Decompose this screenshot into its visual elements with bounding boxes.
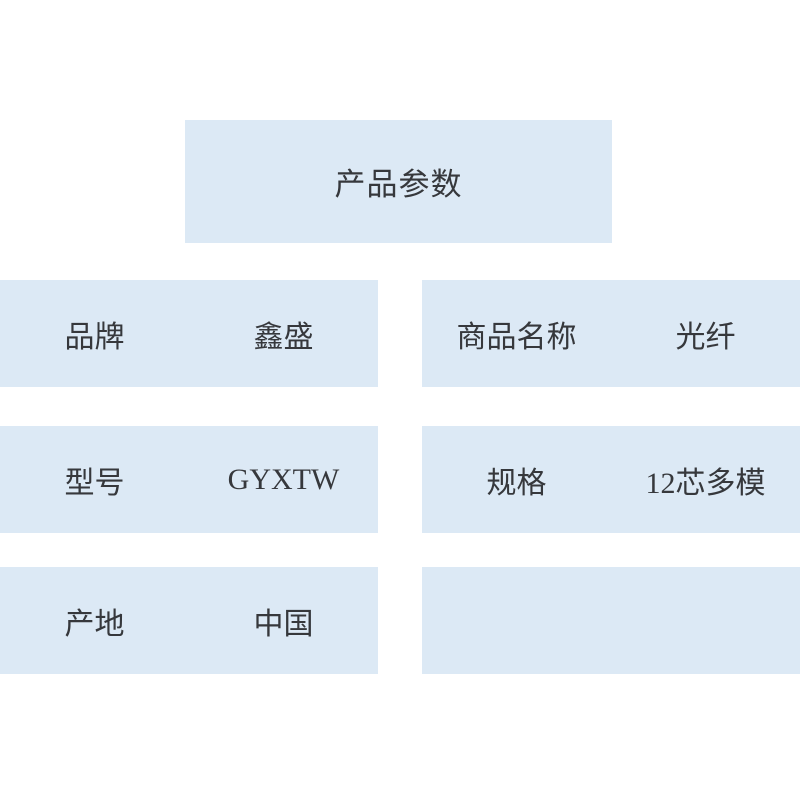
param-value-origin: 中国 <box>253 607 314 641</box>
param-label-product-name: 商品名称 <box>456 320 577 354</box>
param-value-spec: 12芯多模 <box>645 466 766 500</box>
param-value-brand: 鑫盛 <box>253 320 314 354</box>
section-title: 产品参数 <box>334 167 463 202</box>
param-label-spec: 规格 <box>486 466 547 500</box>
param-cell-empty <box>422 567 800 674</box>
param-label-origin: 产地 <box>64 607 125 641</box>
param-value-product-name: 光纤 <box>675 320 736 354</box>
param-cell-product-name: 商品名称 光纤 <box>422 280 800 387</box>
param-cell-brand: 品牌 鑫盛 <box>0 280 378 387</box>
param-cell-origin: 产地 中国 <box>0 567 378 674</box>
section-title-box: 产品参数 <box>185 120 612 243</box>
param-value-model: GYXTW <box>227 462 340 496</box>
param-label-model: 型号 <box>64 466 125 500</box>
param-cell-model: 型号 GYXTW <box>0 426 378 533</box>
param-label-brand: 品牌 <box>64 320 125 354</box>
param-cell-spec: 规格 12芯多模 <box>422 426 800 533</box>
